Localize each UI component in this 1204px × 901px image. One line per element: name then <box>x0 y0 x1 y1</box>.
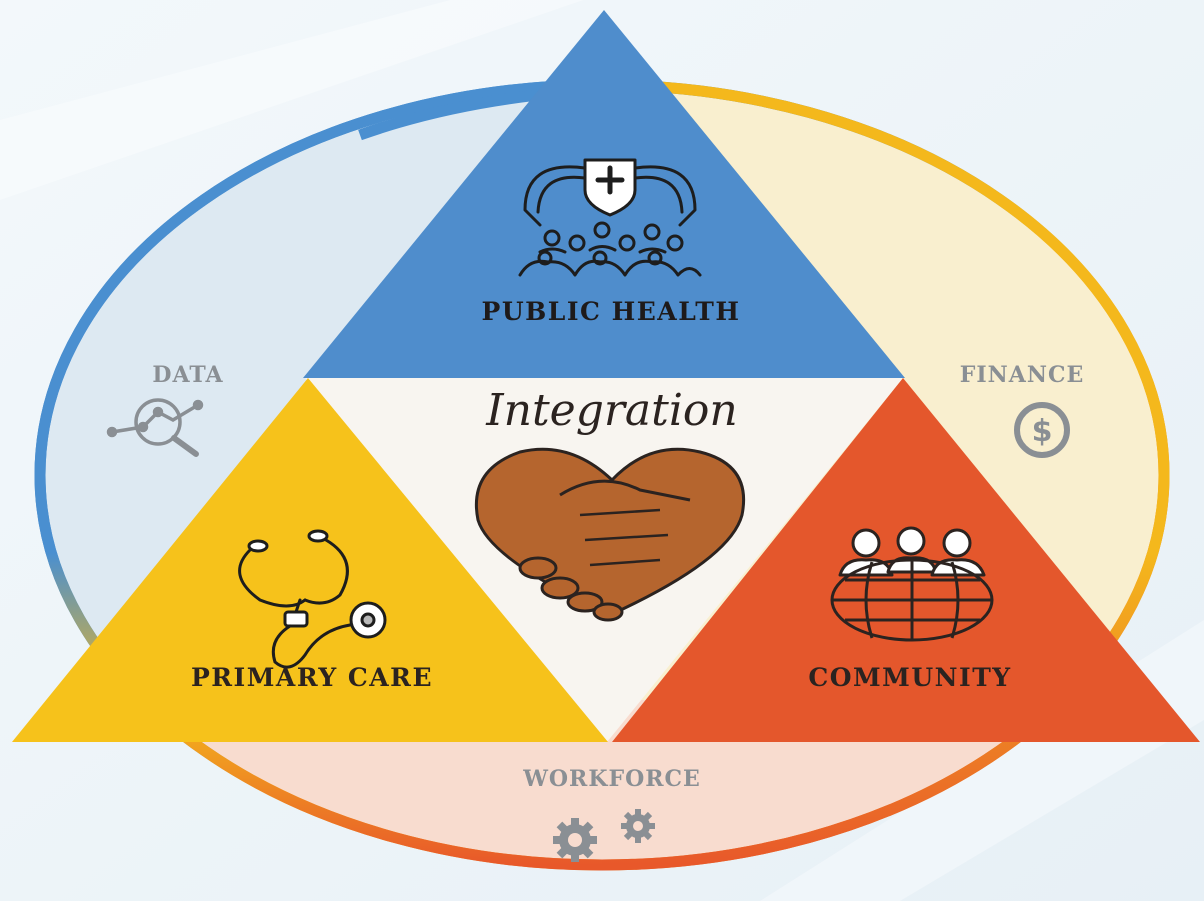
background-stripe <box>0 0 584 200</box>
dollar-coin-icon: $ <box>1014 402 1070 458</box>
people-globe-icon <box>830 526 994 642</box>
finance-label: FINANCE <box>960 362 1084 388</box>
stethoscope-icon <box>238 529 387 669</box>
data-magnifier-icon <box>106 398 204 457</box>
gears-icon <box>553 809 655 862</box>
community-label: COMMUNITY <box>808 663 1011 692</box>
primary-care-triangle <box>12 378 608 742</box>
data-label: DATA <box>152 362 223 388</box>
integration-label: Integration <box>485 385 737 436</box>
workforce-label: WORKFORCE <box>522 766 701 792</box>
handshake-heart-icon <box>474 447 746 622</box>
outer-ring-right <box>601 79 1170 871</box>
outer-ring-left <box>34 79 603 871</box>
svg-text:$: $ <box>1032 414 1053 449</box>
primary-care-label: PRIMARY CARE <box>191 663 433 692</box>
public-health-label: PUBLIC HEALTH <box>482 297 741 326</box>
public-health-shield-people-icon <box>518 158 702 277</box>
